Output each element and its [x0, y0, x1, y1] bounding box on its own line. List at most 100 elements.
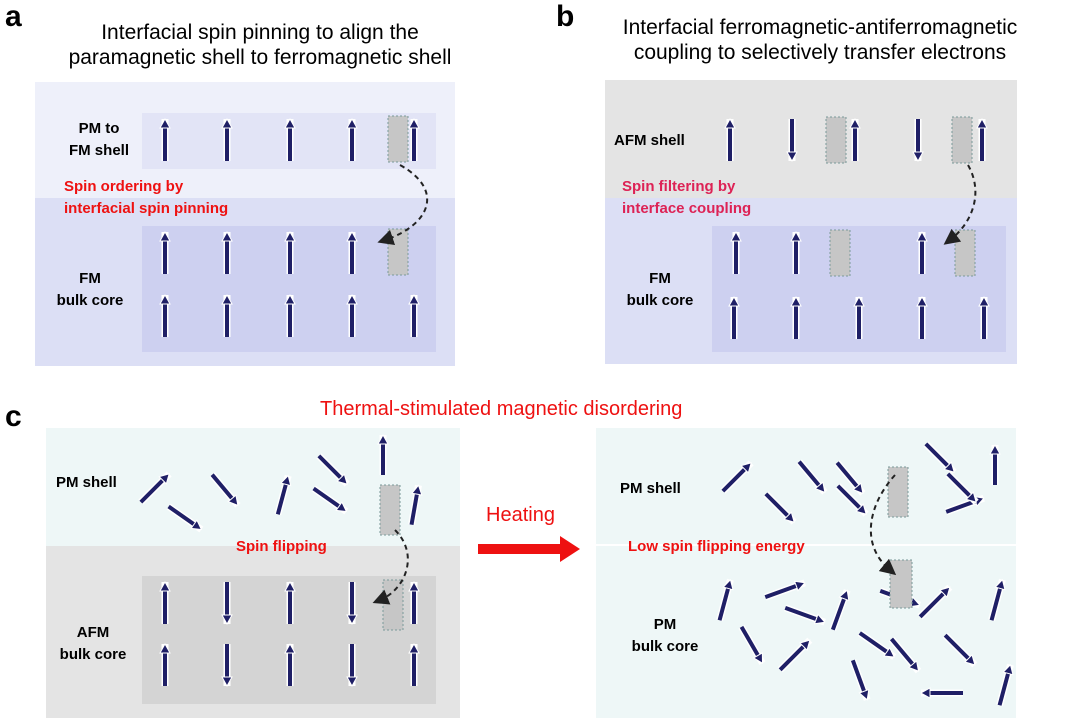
panel-a-core-spin-up-icon: [408, 293, 420, 337]
panel-b-annotation: Spin filtering by interface coupling: [622, 176, 751, 220]
panel-c-right-annotation: Low spin flipping energy: [628, 538, 805, 555]
panel-c-right-core-spin-icon: [888, 636, 922, 674]
panel-b-shell-vacancy: [951, 116, 973, 164]
panel-c-left-shell-spin-icon: [316, 453, 350, 487]
panel-label-a: a: [5, 0, 22, 33]
panel-a-core-spin-up-icon: [284, 230, 296, 274]
panel-a-core-label-line2: bulk core: [56, 292, 124, 309]
panel-c-left-core-spin-icon: [346, 582, 358, 626]
panel-c-right-shell-spin-icon: [763, 491, 797, 525]
panel-c-right-core-label-line1: PM: [653, 616, 677, 633]
panel-c-right-core-spin-icon: [716, 578, 734, 622]
panel-c-right-core-spin-icon: [849, 659, 871, 701]
panel-c-title: Thermal-stimulated magnetic disordering: [320, 398, 683, 420]
panel-b-core-label-line2: bulk core: [626, 292, 694, 309]
panel-b-shell-region: [605, 80, 1017, 198]
panel-c-right-shell-spin-icon: [834, 460, 866, 496]
panel-c-right-core-label: PM bulk core: [620, 614, 710, 658]
panel-b-core-spin-up-icon: [853, 295, 865, 339]
panel-c-right-core-spin-icon: [988, 578, 1006, 622]
panel-c-right-shell-spin-icon: [835, 483, 869, 517]
panel-c-right-core-spin-icon: [829, 589, 851, 631]
panel-b-shell-spin-down-icon: [912, 119, 924, 163]
panel-b-shell-spin-up-icon: [724, 117, 736, 161]
panel-a-title-line2: paramagnetic shell to ferromagnetic shel…: [68, 46, 452, 69]
panel-c-right-core-vacancy: [889, 559, 913, 609]
panel-c-right-shell-spin-icon: [796, 459, 828, 495]
panel-c-right-shell-spin-icon: [945, 471, 979, 505]
panel-b-core-label-line1: FM: [649, 270, 671, 287]
panel-c-right-shell-vacancy: [887, 466, 909, 518]
panel-b-shell-spin-up-icon: [976, 117, 988, 161]
panel-a-shell-spin-up-icon: [221, 117, 233, 161]
panel-c-right-core-spin-icon: [738, 625, 766, 665]
panel-a-core-label-line1: FM: [79, 270, 101, 287]
panel-c-left-core-spin-icon: [159, 580, 171, 624]
panel-c-right-core-spin-icon: [764, 579, 806, 601]
panel-b-shell-label: AFM shell: [614, 132, 685, 149]
panel-a-core-spin-up-icon: [159, 230, 171, 274]
panel-a-annotation: Spin ordering by interfacial spin pinnin…: [64, 176, 228, 220]
panel-a-shell-vacancy: [387, 115, 409, 163]
panel-a-core-spin-up-icon: [284, 293, 296, 337]
panel-b-title-line1: Interfacial ferromagnetic-antiferromagne…: [622, 16, 1018, 39]
panel-b-core-vacancy: [954, 229, 976, 277]
panel-label-b: b: [556, 0, 575, 33]
panel-c-left-shell-spin-icon: [166, 503, 204, 533]
panel-a-core-spin-up-icon: [221, 293, 233, 337]
panel-c-right-transfer-arrow-icon: [869, 474, 897, 576]
panel-c-left-transfer-arrow-icon: [372, 529, 409, 605]
panel-b-core-spin-up-icon: [790, 230, 802, 274]
panel-c-right-shell-spin-icon: [923, 441, 957, 475]
panel-a-shell-label-line1: PM to: [78, 120, 120, 137]
panel-c-right-shell-region: [596, 428, 1016, 544]
panel-a-shell-label-line2: FM shell: [68, 142, 129, 159]
panel-c-left-core-spin-icon: [221, 582, 233, 626]
panel-c-right-core-spin-icon: [996, 663, 1014, 707]
panel-c-left-shell-spin-icon: [408, 484, 423, 526]
panel-c-left-core-spin-icon: [408, 642, 420, 686]
panel-c-left-shell-spin-icon: [274, 474, 292, 516]
panel-c-right-shell-spin-icon: [720, 460, 754, 494]
panel-c-left-shell-spin-icon: [377, 433, 389, 475]
panel-b-core-spin-up-icon: [916, 295, 928, 339]
panel-b-core-vacancy: [829, 229, 851, 277]
panel-a-core-label: FM bulk core: [40, 268, 140, 312]
panel-label-c: c: [5, 400, 22, 433]
panel-c-left-core-spin-icon: [221, 644, 233, 688]
panel-c-left-shell-spin-icon: [209, 472, 241, 508]
panel-b-shell-spin-down-icon: [786, 119, 798, 163]
heating-arrow-icon: [478, 536, 580, 562]
panel-c-right-shell-spin-icon: [989, 443, 1001, 485]
panel-b-annotation-line2: interface coupling: [622, 200, 752, 217]
heating-label: Heating: [486, 504, 555, 526]
panel-c-right-core-spin-icon: [919, 687, 963, 699]
panel-c-left-core-spin-up-icon: [408, 580, 420, 624]
panel-b-core-spin-up-icon: [728, 295, 740, 339]
panel-c-left-core-label-line2: bulk core: [59, 646, 127, 663]
panel-c-right-core-region: [596, 546, 1016, 718]
panel-c-left-shell-label: PM shell: [56, 474, 117, 491]
panel-c-left-core-vacancy: [382, 579, 404, 631]
panel-c-left-core-spin-icon: [346, 644, 358, 688]
panel-c-left-annotation: Spin flipping: [236, 538, 327, 555]
panel-c-right-core-spin-icon: [777, 637, 813, 673]
panel-a-shell-spin-up-icon: [159, 117, 171, 161]
panel-c-left-shell-spin-icon: [311, 485, 349, 515]
panel-a-shell-label: PM to FM shell: [60, 118, 138, 162]
panel-a-core-vacancy: [387, 228, 409, 276]
panel-b-core-spin-up-icon: [790, 295, 802, 339]
panel-c-left-core-spin-icon: [159, 642, 171, 686]
panel-c-right-core-spin-icon: [917, 584, 953, 620]
panel-c-left-shell-vacancy: [379, 484, 401, 536]
panel-a-core-spin-up-icon: [221, 230, 233, 274]
panel-b-title: Interfacial ferromagnetic-antiferromagne…: [570, 15, 1070, 65]
panel-c-left-core-label-line1: AFM: [76, 624, 110, 641]
panel-a-transfer-arrow-icon: [377, 164, 429, 246]
panel-c-right-shell-label: PM shell: [620, 480, 681, 497]
panel-b-title-line2: coupling to selectively transfer electro…: [633, 41, 1007, 64]
panel-a-annotation-line1: Spin ordering by: [64, 178, 184, 195]
panel-a-title: Interfacial spin pinning to align the pa…: [20, 20, 500, 70]
panel-c-right-core-spin-icon: [857, 630, 897, 660]
